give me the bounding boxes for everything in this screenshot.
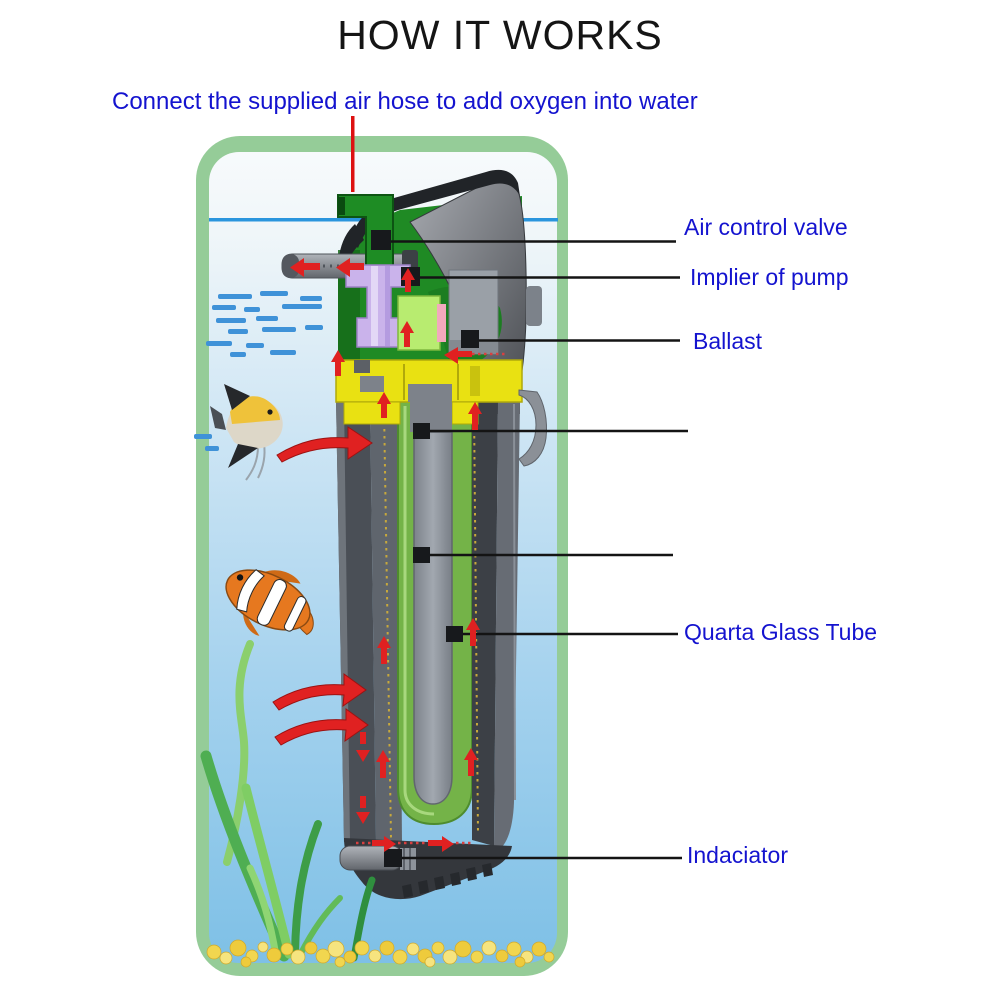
air-hose-pointer-line: [351, 116, 355, 192]
hang-on-bracket: [518, 389, 547, 467]
aquarium-plants: [200, 640, 376, 962]
page-title: HOW IT WORKS: [337, 12, 663, 58]
sterilizer-body: [336, 396, 520, 900]
callout-label-air-control-valve: Air control valve: [684, 214, 848, 240]
callout-label-quarta-glass-tube: Quarta Glass Tube: [684, 619, 878, 645]
callout-lines: [391, 240, 688, 860]
yellow-collar: [335, 359, 523, 432]
callout-label-ballast: Ballast: [693, 328, 763, 354]
clownfish-eye: [236, 574, 244, 581]
uv-lamp-tube: [413, 431, 453, 805]
clownfish: [225, 569, 314, 636]
gravel: [206, 939, 555, 968]
water-ripples: [194, 291, 323, 451]
callout-label-indaciator: Indaciator: [687, 842, 789, 868]
callout-label-implier-of-pump: Implier of pump: [690, 264, 849, 290]
flow-arrows: [272, 116, 506, 852]
angelfish: [210, 384, 283, 481]
angelfish-eye: [267, 409, 273, 415]
cap-teeth: [402, 863, 493, 898]
callout-markers: [371, 230, 479, 867]
instruction-text: Connect the supplied air hose to add oxy…: [112, 88, 698, 115]
